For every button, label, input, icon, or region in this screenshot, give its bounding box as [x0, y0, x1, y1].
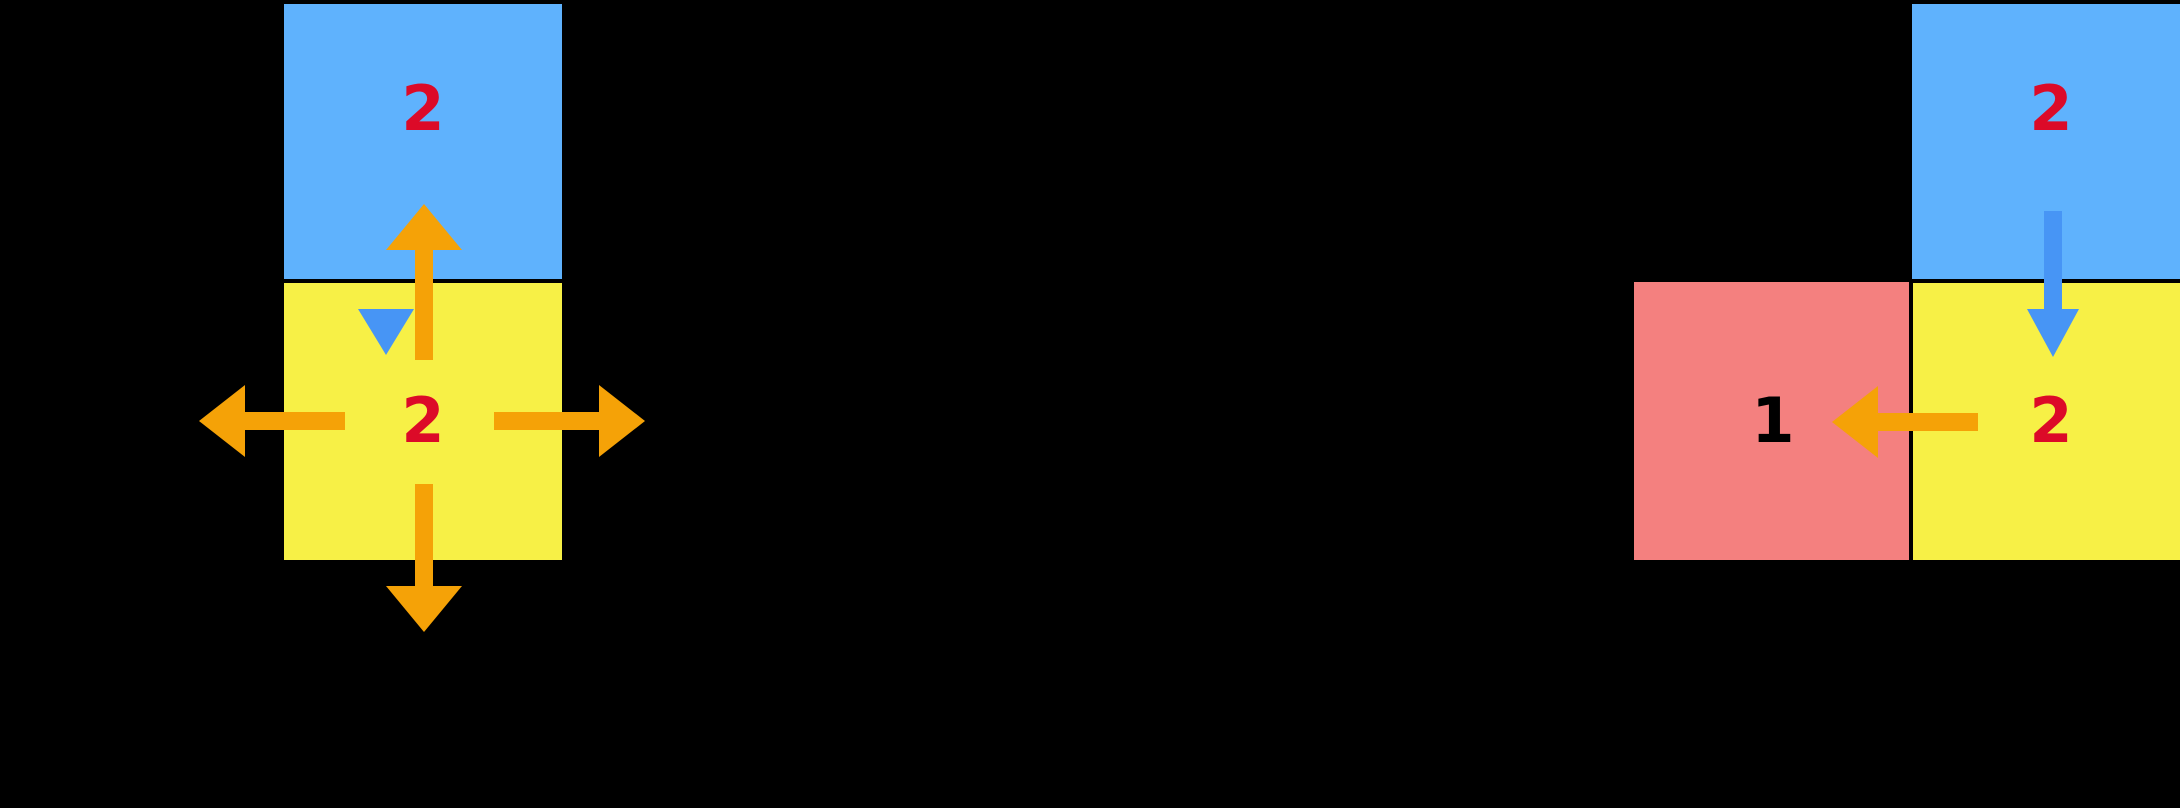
orange-left-arrow-shaft [1878, 413, 1978, 431]
left-diagram: 2 2 [0, 0, 900, 808]
blue-down-arrowhead [358, 309, 414, 355]
right-pink-cell-label: 1 [1751, 384, 1795, 457]
orange-down-arrowhead [386, 586, 462, 632]
orange-left-arrow-shaft [245, 412, 345, 430]
orange-down-arrow-shaft [415, 484, 433, 586]
orange-up-arrow-shaft [415, 248, 433, 360]
blue-down-arrowhead [2027, 309, 2079, 357]
right-blue-cell-label: 2 [2029, 72, 2073, 145]
orange-right-arrow-shaft [494, 412, 599, 430]
blue-down-arrow-shaft [2044, 211, 2062, 311]
left-orange-up-arrow [0, 0, 900, 808]
orange-up-arrowhead [386, 204, 462, 250]
left-orange-left-arrow [0, 0, 900, 808]
left-orange-down-arrow [0, 0, 900, 808]
left-blue-cell-label: 2 [401, 72, 445, 145]
right-yellow-cell-label: 2 [2029, 384, 2073, 457]
left-orange-right-arrow [0, 0, 900, 808]
orange-left-arrowhead [1832, 386, 1878, 458]
orange-left-arrowhead [199, 385, 245, 457]
left-yellow-cell-label: 2 [401, 384, 445, 457]
orange-right-arrowhead [599, 385, 645, 457]
left-blue-down-arrow [0, 0, 900, 808]
